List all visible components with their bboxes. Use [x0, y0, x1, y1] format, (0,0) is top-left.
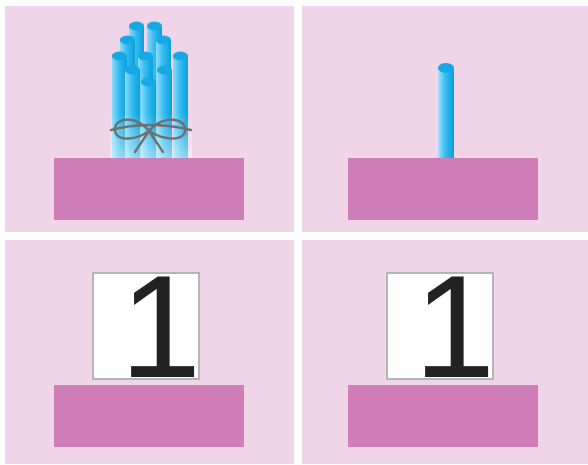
- single-stick-icon: [436, 62, 460, 162]
- tens-digit-panel: 1: [5, 240, 294, 464]
- ones-block: [348, 158, 538, 220]
- ones-digit-panel: 1: [302, 240, 588, 464]
- ones-digit: 1: [388, 272, 492, 380]
- tens-digit-card: 1: [92, 272, 200, 380]
- ones-digit-card: 1: [386, 272, 494, 380]
- tens-sticks-panel: [5, 6, 294, 232]
- tens-digit-block: [54, 385, 244, 447]
- ones-digit-block: [348, 385, 538, 447]
- tens-block: [54, 158, 244, 220]
- bundle-of-ten-sticks-icon: [105, 18, 205, 168]
- ones-sticks-panel: [302, 6, 588, 232]
- tens-digit: 1: [94, 272, 198, 380]
